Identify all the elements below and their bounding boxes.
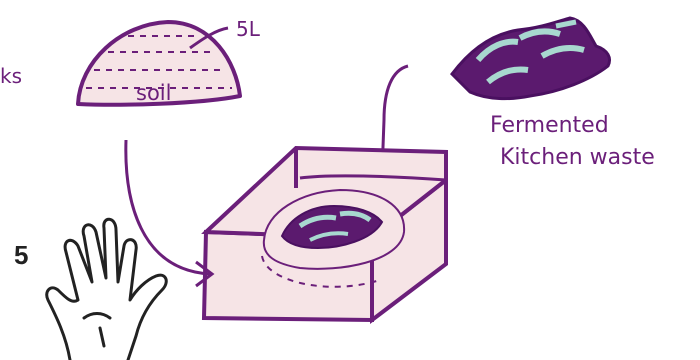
partial-label: ks: [0, 64, 22, 88]
soil-label: soil: [136, 81, 171, 105]
waste-label-line2: Kitchen waste: [500, 145, 655, 170]
container-box: [204, 148, 446, 320]
volume-label: 5L: [236, 17, 261, 41]
waste-label-line1: Fermented: [490, 113, 609, 138]
fermented-waste-icon: [452, 18, 610, 99]
step-number: 5: [14, 240, 28, 271]
soil-arrow: [126, 140, 212, 286]
